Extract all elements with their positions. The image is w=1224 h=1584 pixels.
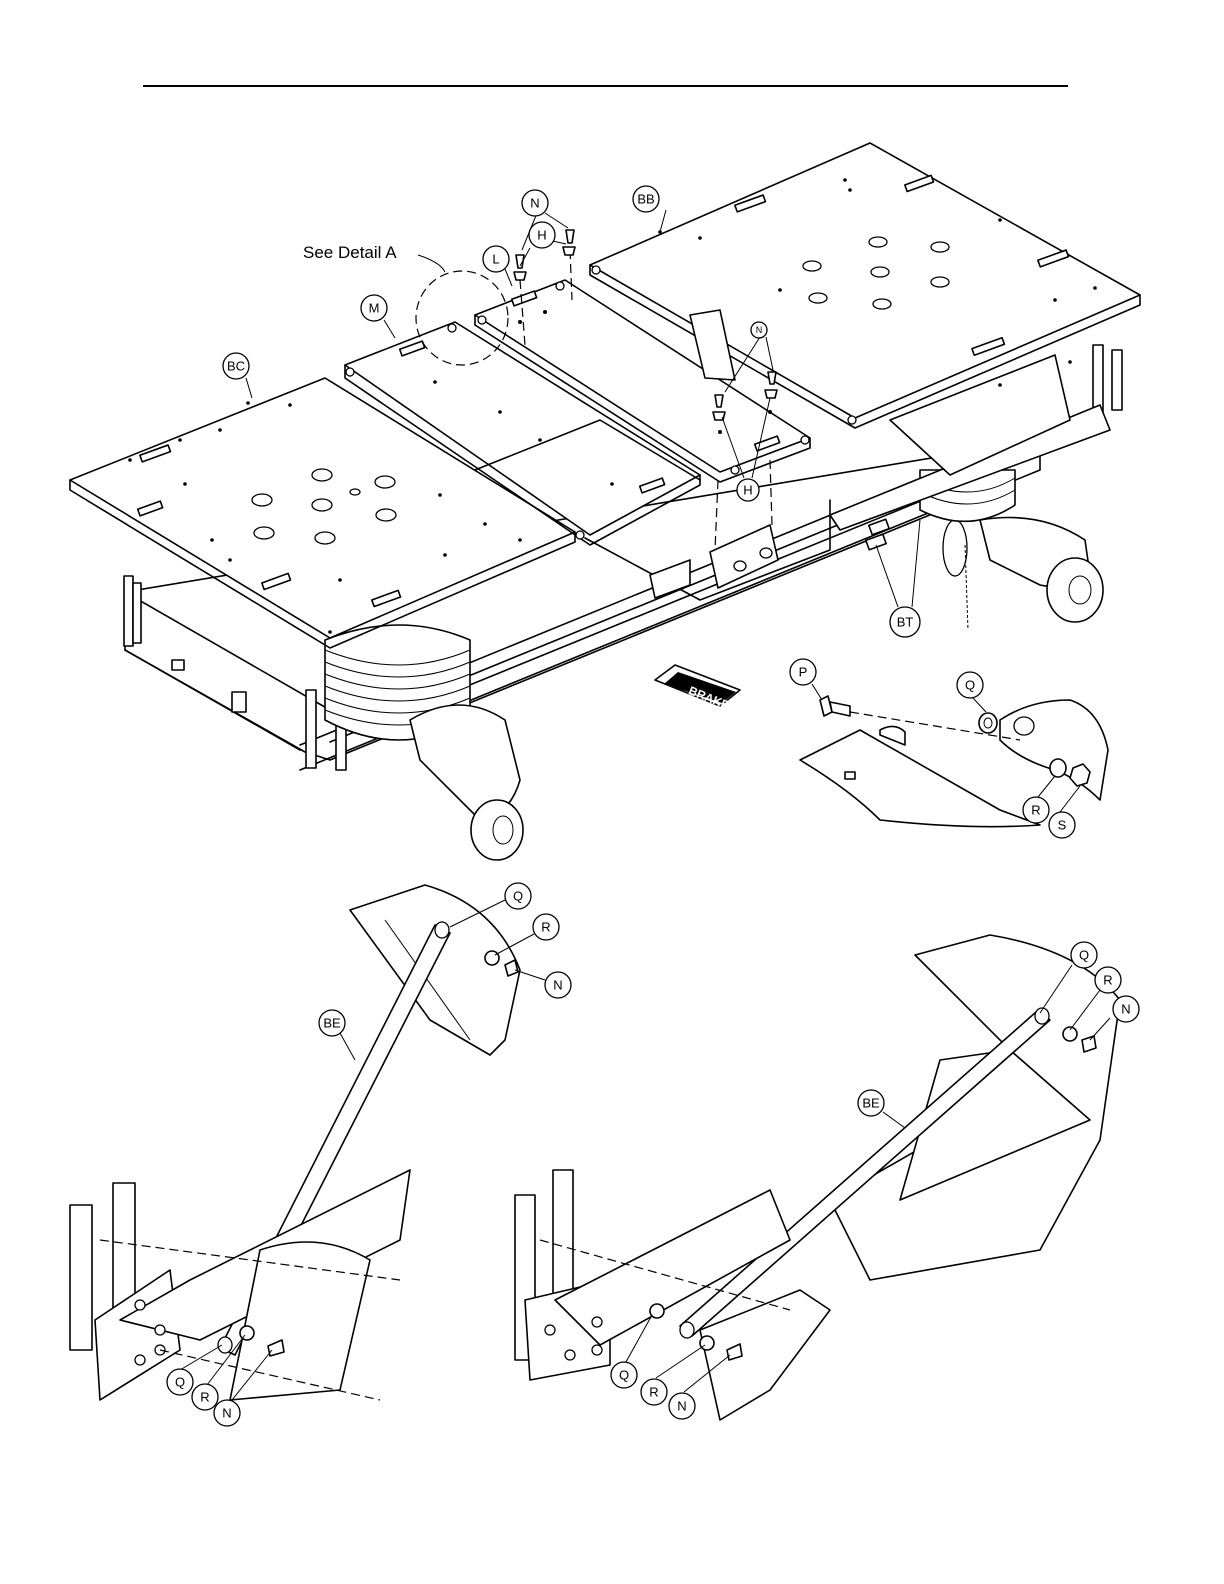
svg-text:N: N <box>1121 1002 1130 1017</box>
svg-text:N: N <box>756 325 763 335</box>
callout-r-left-bottom: R <box>192 1384 218 1410</box>
svg-text:R: R <box>541 920 550 935</box>
callout-bb: BB <box>633 186 659 212</box>
main-assembly: BRAKE <box>70 143 1140 860</box>
see-detail-a-label: See Detail A <box>303 243 397 262</box>
svg-text:P: P <box>799 665 808 680</box>
svg-text:H: H <box>537 228 546 243</box>
callout-n-right-bottom: N <box>669 1393 695 1419</box>
callout-r-left: R <box>533 914 559 940</box>
callout-be-right: BE <box>858 1090 884 1116</box>
callout-be-left: BE <box>319 1010 345 1036</box>
svg-text:L: L <box>492 252 499 267</box>
detail-a-leader <box>418 255 445 272</box>
callout-n-left-bottom: N <box>214 1400 240 1426</box>
callout-n-right: N <box>1113 996 1139 1022</box>
callout-n-top: N <box>522 190 548 216</box>
callout-bt: BT <box>890 607 920 637</box>
callout-q-left-bottom: Q <box>167 1369 193 1395</box>
svg-text:N: N <box>677 1399 686 1414</box>
svg-text:Q: Q <box>513 889 523 904</box>
callout-h-top: H <box>529 222 555 248</box>
svg-text:Q: Q <box>1079 948 1089 963</box>
svg-text:N: N <box>553 978 562 993</box>
brake-pedal: BRAKE <box>655 665 740 712</box>
callout-s-detail: S <box>1049 812 1075 838</box>
svg-text:BE: BE <box>862 1096 880 1111</box>
svg-text:R: R <box>1031 803 1040 818</box>
svg-text:R: R <box>649 1385 658 1400</box>
svg-text:R: R <box>200 1390 209 1405</box>
callout-p: P <box>790 659 816 685</box>
svg-text:BE: BE <box>323 1016 341 1031</box>
svg-text:Q: Q <box>175 1375 185 1390</box>
callout-l: L <box>483 246 509 272</box>
callout-bc: BC <box>223 353 249 379</box>
detail-a-view <box>800 696 1108 827</box>
callout-q-right-bottom: Q <box>611 1362 637 1388</box>
callout-q-detail: Q <box>957 672 983 698</box>
callout-m: M <box>361 295 387 321</box>
svg-text:BC: BC <box>227 359 245 374</box>
svg-text:N: N <box>222 1406 231 1421</box>
callout-q-right: Q <box>1071 942 1097 968</box>
svg-text:M: M <box>369 301 380 316</box>
lower-right-view <box>515 935 1120 1420</box>
svg-text:BB: BB <box>637 192 654 207</box>
svg-text:Q: Q <box>619 1368 629 1383</box>
svg-text:R: R <box>1103 973 1112 988</box>
callout-r-right-bottom: R <box>641 1379 667 1405</box>
svg-text:N: N <box>530 196 539 211</box>
callout-n-left: N <box>545 972 571 998</box>
callout-r-detail: R <box>1023 797 1049 823</box>
lower-left-view <box>70 885 520 1400</box>
callout-r-right: R <box>1095 967 1121 993</box>
svg-text:H: H <box>743 483 752 498</box>
callout-q-left: Q <box>505 883 531 909</box>
svg-text:BT: BT <box>897 615 914 630</box>
svg-text:Q: Q <box>965 678 975 693</box>
svg-text:S: S <box>1058 818 1067 833</box>
callout-h-middle: H <box>737 479 759 501</box>
callout-n-middle: N <box>751 322 767 338</box>
